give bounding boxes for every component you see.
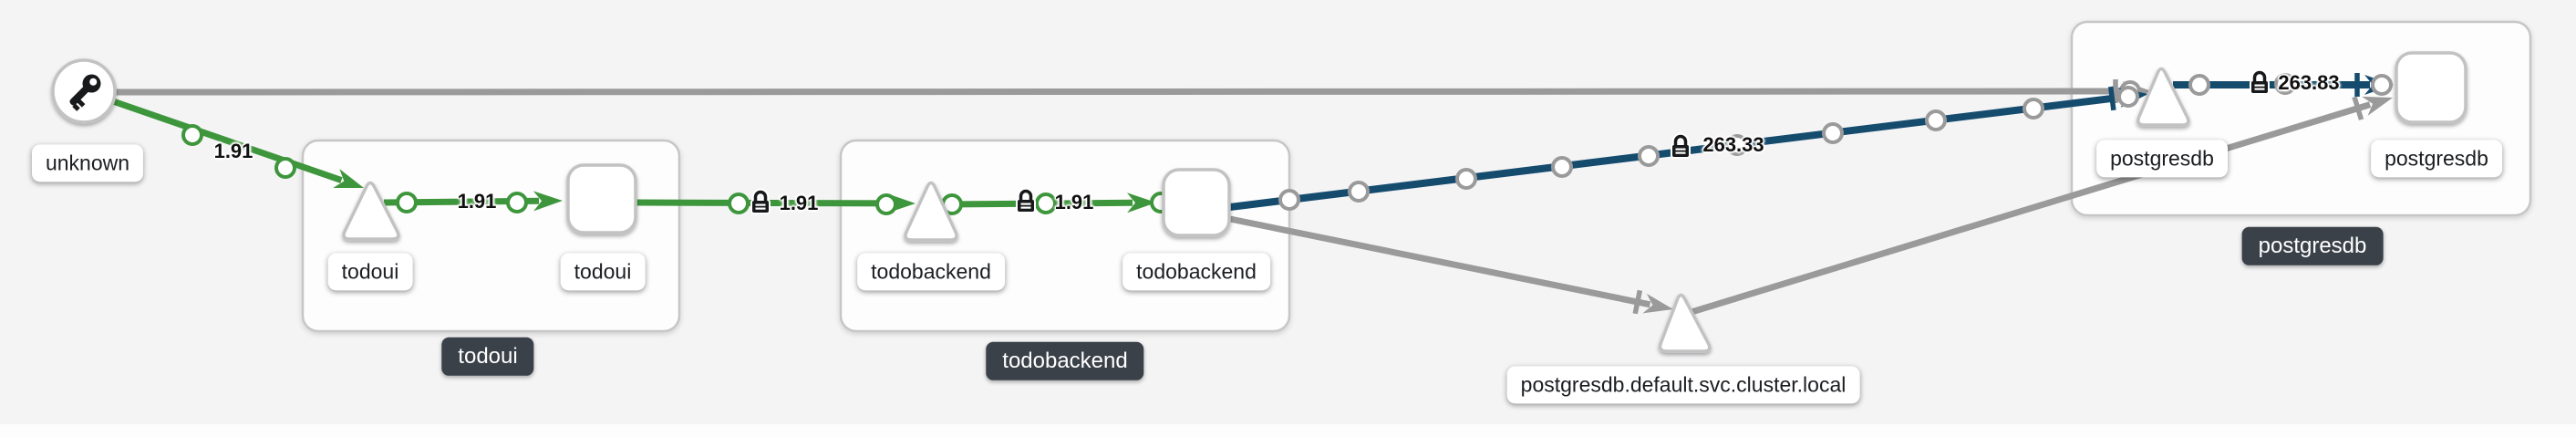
edge-label-postgresdb-service-to-workload-tcp: 263.83: [2278, 71, 2340, 94]
mtls-lock-icon: [750, 188, 771, 214]
group-badge-todoui[interactable]: todoui: [441, 337, 534, 377]
mtls-lock-icon: [1671, 132, 1691, 159]
edge-waypoint: [274, 157, 296, 179]
node-postgresdb-external-service[interactable]: [1658, 293, 1712, 353]
edge-waypoint: [1638, 145, 1660, 167]
mtls-lock-icon: [1016, 187, 1036, 213]
edge-arrowhead: [1126, 192, 1156, 213]
edge-waypoint: [728, 192, 750, 214]
edge-unknown-to-postgresdb-service[interactable]: [114, 88, 2129, 96]
edge-waypoint: [181, 124, 203, 146]
edge-waypoint: [2371, 74, 2393, 96]
edge-waypoint: [1726, 134, 1748, 156]
node-todoui-service[interactable]: [342, 181, 400, 241]
edge-waypoint: [2274, 73, 2296, 95]
edge-waypoint: [396, 192, 418, 213]
key-icon: [69, 74, 101, 111]
edge-arrowhead: [533, 191, 563, 212]
edge-tee-mark: [2107, 86, 2116, 111]
edge-arrowhead: [1642, 293, 1673, 314]
edge-arrowhead: [2362, 96, 2393, 116]
mtls-lock-icon: [2250, 68, 2270, 95]
edge-waypoint: [1348, 181, 1370, 203]
edge-waypoint: [2188, 74, 2210, 96]
node-label-todoui-workload[interactable]: todoui: [560, 253, 646, 291]
node-postgresdb-service[interactable]: [2136, 67, 2190, 127]
node-label-todoui-service[interactable]: todoui: [327, 253, 413, 291]
edge-todobackend-to-external-postgresdb[interactable]: [1229, 215, 1651, 308]
edge-tee-mark: [2352, 96, 2364, 120]
edge-decoration-layer: [181, 68, 2394, 315]
edge-waypoint: [1455, 168, 1477, 190]
edge-waypoint: [2117, 86, 2139, 108]
node-label-unknown[interactable]: unknown: [31, 144, 144, 182]
edge-external-postgresdb-to-workload[interactable]: [1690, 101, 2372, 316]
edge-waypoint: [1925, 109, 1947, 131]
node-label-todobackend-service[interactable]: todobackend: [857, 253, 1005, 291]
edge-tee-mark: [1632, 289, 1643, 315]
group-badge-postgresdb[interactable]: postgresdb: [2241, 226, 2384, 266]
edge-waypoint: [1822, 122, 1844, 144]
node-todobackend-workload[interactable]: [1162, 168, 1231, 237]
icon-layer: [69, 74, 101, 111]
node-label-todobackend-workload[interactable]: todobackend: [1122, 253, 1270, 291]
node-todobackend-service[interactable]: [904, 181, 958, 242]
node-todoui-workload[interactable]: [566, 163, 637, 234]
edge-waypoint: [506, 192, 528, 213]
edge-label-todoui-to-todobackend: 1.91: [779, 192, 819, 214]
node-label-postgresdb-external-service[interactable]: postgresdb.default.svc.cluster.local: [1506, 366, 1860, 404]
node-label-postgresdb-workload[interactable]: postgresdb: [2371, 140, 2502, 178]
edge-waypoint: [875, 193, 897, 215]
bottom-strip: [0, 424, 2576, 437]
node-layer: [51, 51, 2467, 353]
edge-waypoint: [2023, 98, 2044, 120]
edge-waypoint: [1278, 189, 1300, 211]
edge-label-todobackend-service-to-workload: 1.91: [1054, 191, 1094, 213]
edge-label-todoui-service-to-workload: 1.91: [457, 190, 497, 213]
node-postgresdb-workload[interactable]: [2395, 51, 2467, 124]
edge-label-unknown-to-todoui-service: 1.91: [213, 140, 253, 162]
edge-waypoint: [1035, 192, 1057, 214]
node-label-postgresdb-service[interactable]: postgresdb: [2096, 140, 2228, 178]
edge-waypoint: [1551, 156, 1573, 178]
group-badge-todobackend[interactable]: todobackend: [986, 341, 1144, 381]
edge-arrowhead: [333, 169, 364, 188]
edge-unknown-to-todoui-service[interactable]: [111, 98, 343, 183]
edge-label-todobackend-to-postgresdb-tcp: 263.33: [1702, 133, 1764, 156]
